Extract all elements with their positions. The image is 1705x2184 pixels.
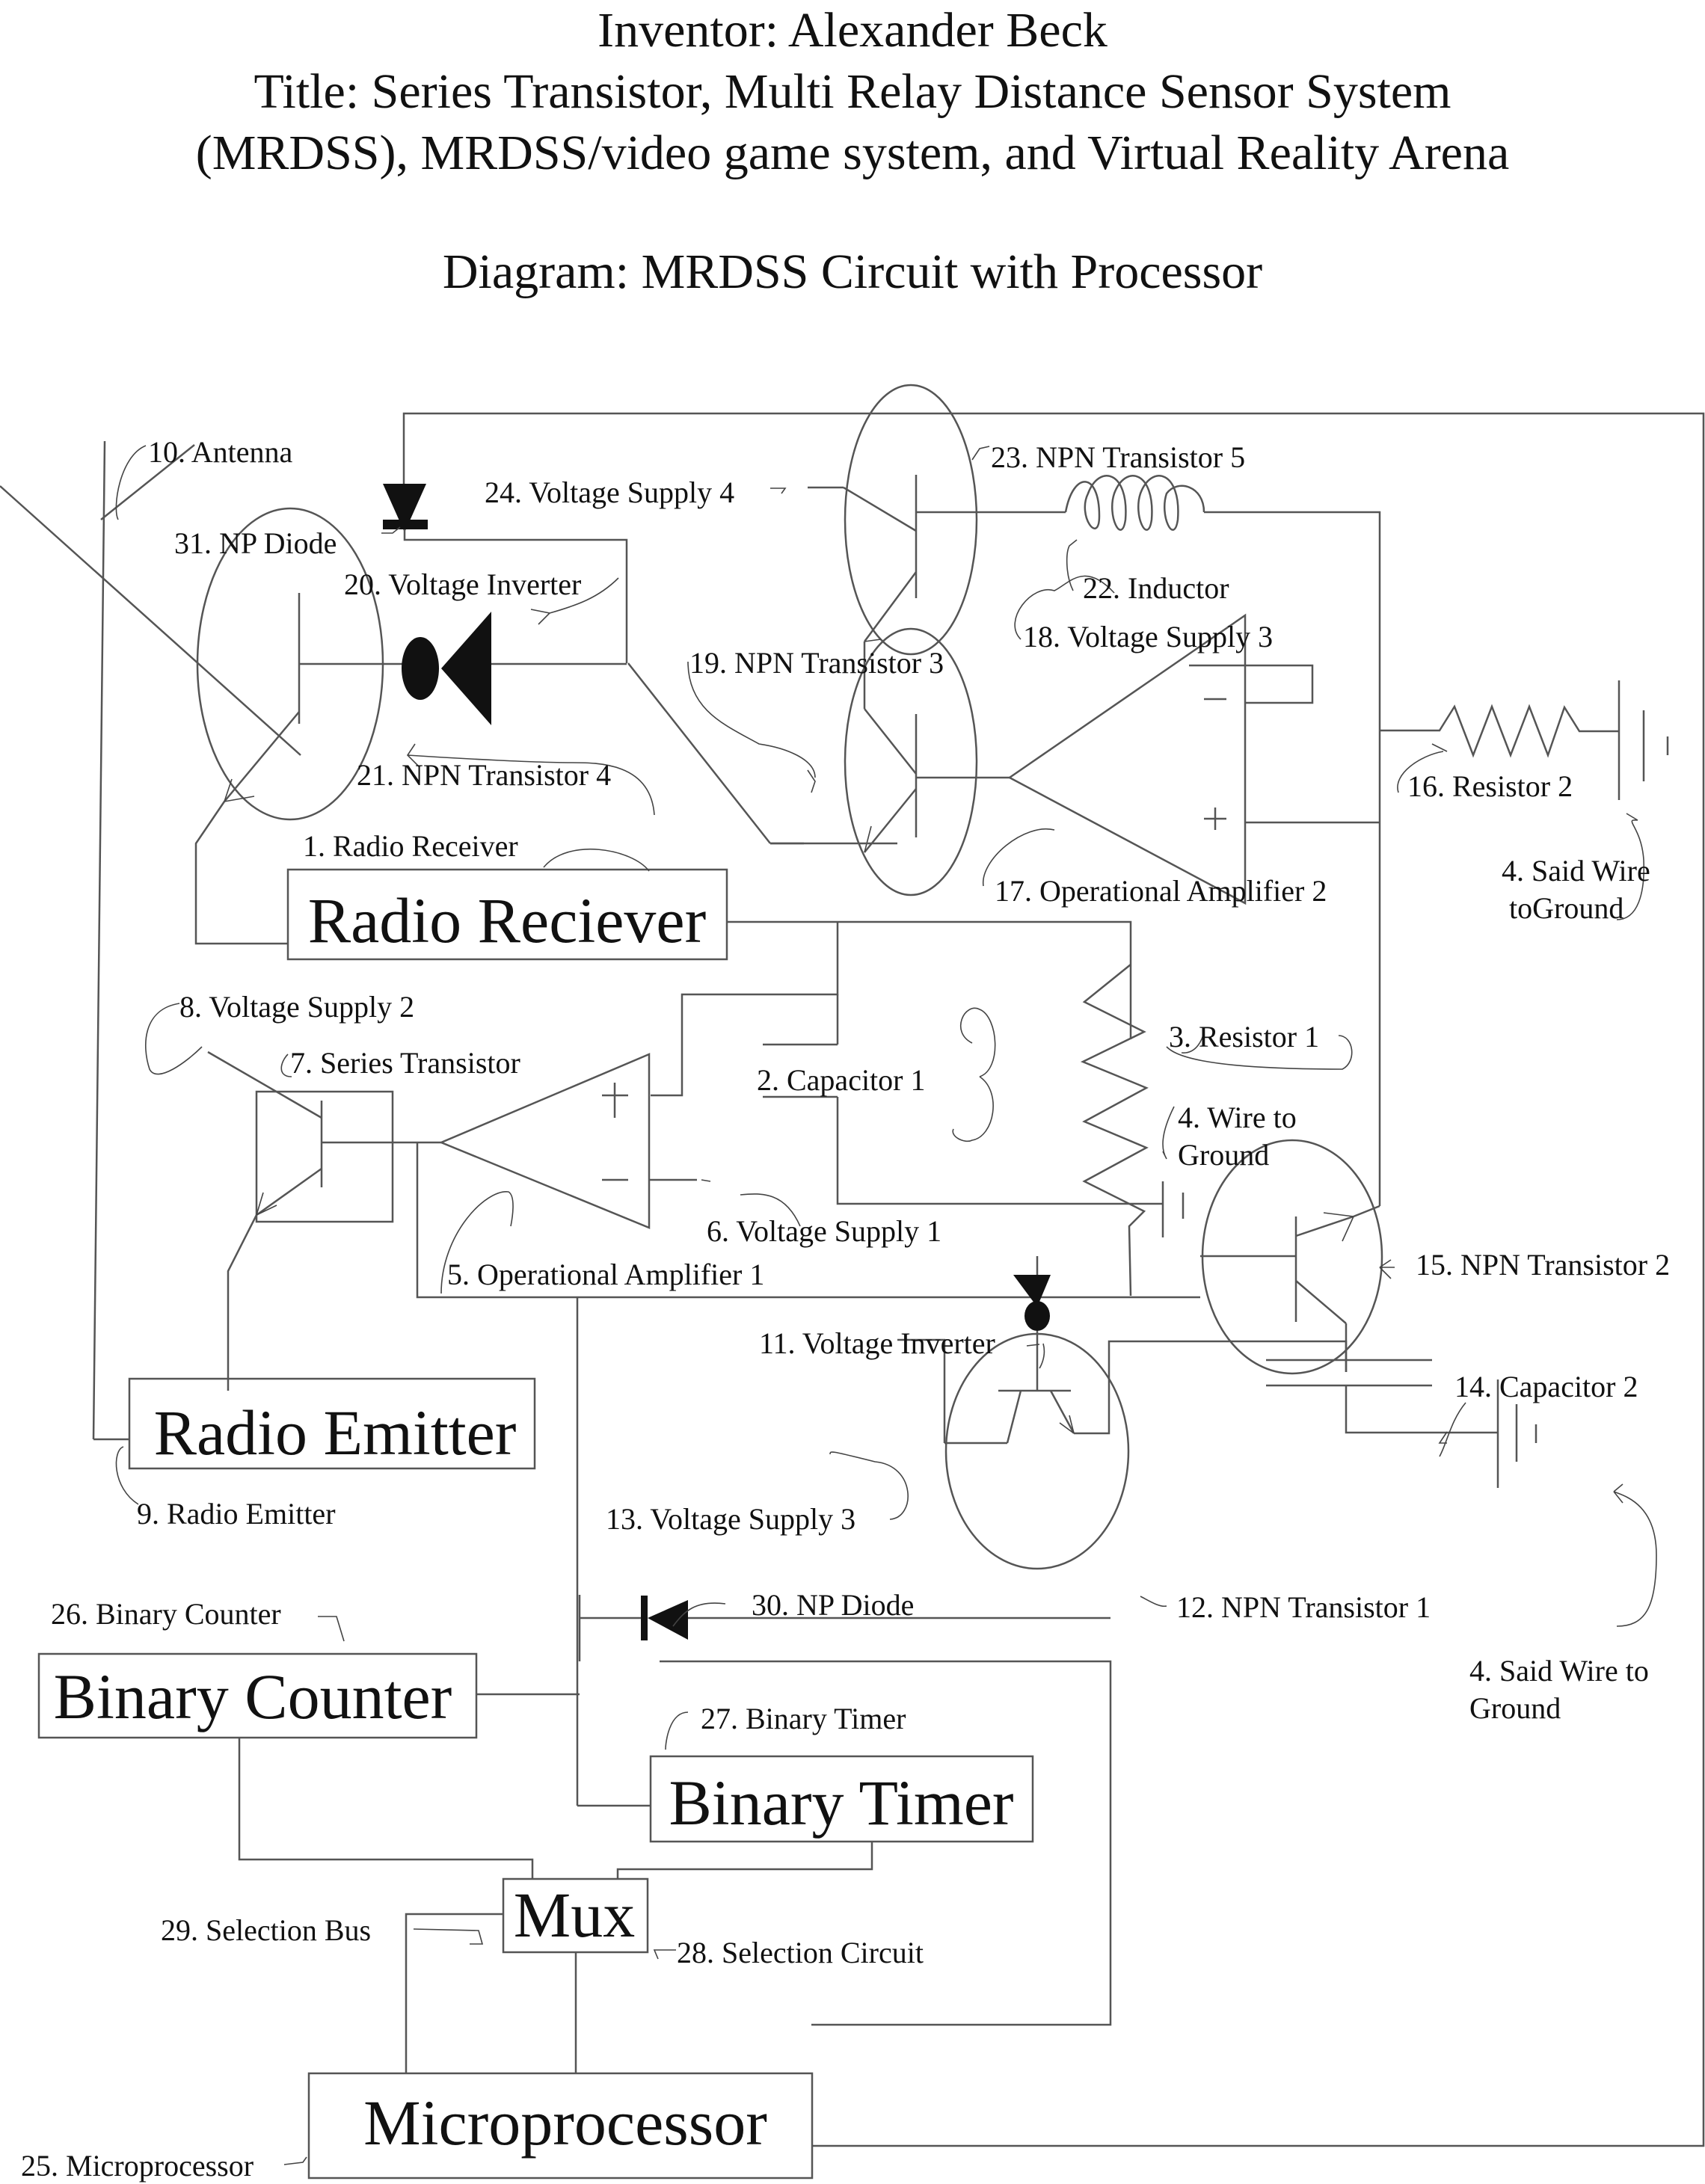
diode-bar (383, 520, 428, 529)
np-diode-31 (383, 484, 628, 663)
label-1-radio-receiver: 1. Radio Receiver (303, 829, 518, 863)
label-4-said-wire-to: 4. Said Wire to (1469, 1654, 1649, 1688)
antenna (0, 440, 301, 1441)
binary-timer-block: Binary Timer (616, 1755, 1034, 1903)
radio-emitter-block: Radio Emitter (128, 1377, 536, 1470)
binary-counter-block: Binary Counter (37, 1652, 580, 1903)
label-27-binary-timer: 27. Binary Timer (701, 1702, 906, 1735)
binary-counter-text: Binary Counter (54, 1661, 452, 1732)
inventor-line: Inventor: Alexander Beck (597, 3, 1108, 58)
radio-emitter-text: Radio Emitter (154, 1397, 517, 1468)
title-line-1: Title: Series Transistor, Multi Relay Di… (254, 64, 1451, 119)
label-4-ground-2: Ground (1469, 1691, 1561, 1725)
title-block: Inventor: Alexander Beck Title: Series T… (0, 0, 1705, 184)
label-21-npn-transistor-4: 21. NPN Transistor 4 (357, 758, 611, 792)
npn-transistor-4 (194, 507, 404, 945)
label-7-series-transistor: 7. Series Transistor (290, 1046, 520, 1080)
label-23-npn-transistor-5: 23. NPN Transistor 5 (991, 440, 1245, 474)
label-5-op-amp-1: 5. Operational Amplifier 1 (447, 1258, 764, 1291)
diagram-subtitle: Diagram: MRDSS Circuit with Processor (442, 244, 1263, 299)
label-16-resistor-2: 16. Resistor 2 (1407, 769, 1573, 803)
microprocessor-block: Microprocessor (307, 2072, 814, 2180)
capacitor-1 (763, 994, 1185, 1237)
capacitor-2 (1173, 1340, 1537, 1488)
label-31-np-diode: 31. NP Diode (174, 526, 337, 560)
label-24-voltage-supply-4: 24. Voltage Supply 4 (485, 476, 734, 509)
npn-transistor-5 (808, 384, 1066, 709)
series-transistor (207, 1051, 441, 1391)
label-25-microprocessor: 25. Microprocessor (21, 2149, 254, 2183)
operational-amplifier-1 (416, 1053, 1200, 1299)
center-bus (576, 1297, 651, 1807)
outer-frame-wires (402, 412, 1705, 2147)
label-4-said-wire: 4. Said Wire (1502, 854, 1650, 888)
inductor (1064, 475, 1381, 1140)
label-3-resistor-1: 3. Resistor 1 (1169, 1020, 1319, 1053)
resistor-1 (1080, 964, 1149, 1296)
mux-text: Mux (514, 1879, 635, 1951)
npn-transistor-2 (1200, 1139, 1383, 1375)
label-14-capacitor-2: 14. Capacitor 2 (1454, 1370, 1638, 1403)
title-line-2: (MRDSS), MRDSS/video game system, and Vi… (195, 126, 1510, 180)
resistor-2 (1380, 680, 1669, 800)
operational-amplifier-2 (1007, 613, 1380, 905)
diode-triangle (383, 484, 426, 532)
label-22-inductor: 22. Inductor (1083, 571, 1229, 605)
radio-receiver-text: Radio Reciever (308, 885, 707, 956)
annotation-leaders (115, 445, 1657, 2165)
label-28-selection-circuit: 28. Selection Circuit (677, 1936, 924, 1969)
label-2-capacitor-1: 2. Capacitor 1 (757, 1063, 926, 1097)
label-20-voltage-inverter: 20. Voltage Inverter (344, 567, 581, 601)
label-9-radio-emitter: 9. Radio Emitter (137, 1497, 336, 1531)
label-30-np-diode: 30. NP Diode (752, 1588, 914, 1622)
label-26-binary-counter: 26. Binary Counter (51, 1597, 281, 1631)
npn-transistor-3 (770, 627, 1010, 896)
label-4-wire-to: 4. Wire to (1178, 1101, 1297, 1134)
binary-timer-text: Binary Timer (669, 1767, 1013, 1839)
radio-receiver-block: Radio Reciever (286, 868, 1132, 1097)
label-8-voltage-supply-2: 8. Voltage Supply 2 (179, 990, 414, 1024)
npn-transistor-1 (897, 1332, 1173, 1570)
label-17-op-amp-2: 17. Operational Amplifier 2 (995, 874, 1327, 908)
label-19-npn-transistor-3: 19. NPN Transistor 3 (689, 646, 944, 680)
mux-block: Mux (405, 1877, 649, 2073)
microprocessor-text: Microprocessor (363, 2087, 767, 2159)
label-15-npn-transistor-2: 15. NPN Transistor 2 (1416, 1248, 1670, 1282)
label-18-voltage-supply-3: 18. Voltage Supply 3 (1023, 620, 1273, 653)
label-6-voltage-supply-1: 6. Voltage Supply 1 (707, 1214, 941, 1248)
voltage-inverter-20 (402, 612, 804, 845)
label-13-voltage-supply-3: 13. Voltage Supply 3 (606, 1502, 855, 1536)
label-4-to-ground: toGround (1509, 891, 1623, 925)
voltage-inverter-11 (1013, 1256, 1051, 1391)
label-29-selection-bus: 29. Selection Bus (161, 1913, 371, 1947)
np-diode-30 (580, 1596, 1110, 1640)
label-4-ground: Ground (1178, 1138, 1269, 1172)
label-10-antenna: 10. Antenna (148, 435, 293, 469)
label-12-npn-transistor-1: 12. NPN Transistor 1 (1176, 1590, 1431, 1624)
annotation-labels: 10. Antenna 31. NP Diode 20. Voltage Inv… (21, 435, 1670, 2183)
label-11-voltage-inverter: 11. Voltage Inverter (759, 1326, 995, 1360)
